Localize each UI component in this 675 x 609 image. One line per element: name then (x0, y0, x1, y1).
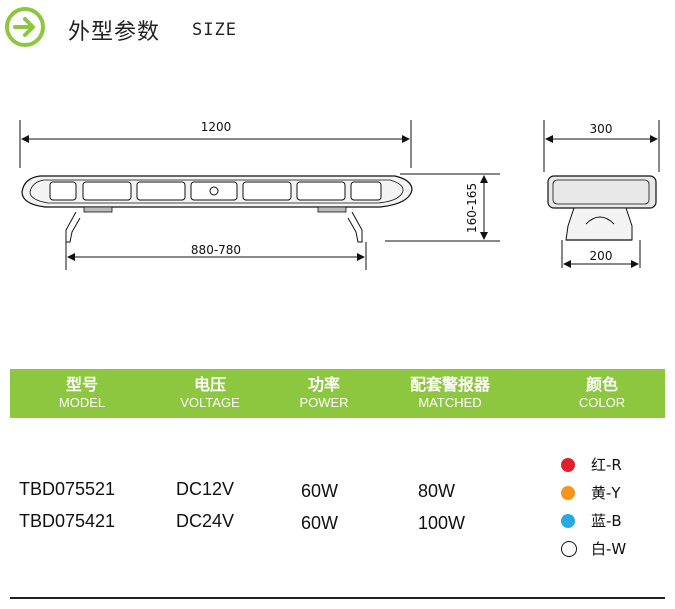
header-matched: 配套警报器 MATCHED (409, 375, 490, 410)
cell-power: 60W (301, 513, 339, 533)
section-subtitle: SIZE (192, 20, 237, 40)
section-header: 外型参数 SIZE (0, 0, 675, 60)
white-dot-icon (561, 541, 577, 557)
header-color: 颜色 COLOR (578, 375, 626, 410)
red-dot-icon (561, 458, 575, 472)
dim-base-label: 200 (590, 249, 613, 263)
header-power: 功率 POWER (299, 375, 349, 410)
yellow-dot-icon (561, 486, 575, 500)
dimension-drawing: 1200 880-780 160-165 300 (19, 120, 660, 270)
cell-voltage: DC24V (176, 511, 235, 531)
header-voltage: 电压 VOLTAGE (180, 375, 240, 410)
cell-matched: 80W (418, 481, 456, 501)
cell-model: TBD075521 (19, 479, 116, 499)
arrow-right-circle-icon (5, 7, 45, 47)
lightbar-front-view (21, 175, 413, 243)
dim-height-label: 160-165 (465, 183, 479, 233)
dim-width-label: 300 (590, 122, 613, 136)
section-title: 外型参数 (68, 20, 161, 45)
dim-length-label: 1200 (201, 120, 232, 134)
cell-matched: 100W (418, 513, 466, 533)
cell-model: TBD075421 (19, 511, 116, 531)
lightbar-side-view (547, 175, 657, 241)
cell-voltage: DC12V (176, 479, 235, 499)
spec-table-header: 型号 MODEL 电压 VOLTAGE 功率 POWER 配套警报器 MATCH… (10, 369, 665, 418)
dim-mount-label: 880-780 (191, 243, 241, 257)
header-model: 型号 MODEL (58, 375, 106, 410)
blue-dot-icon (561, 514, 575, 528)
cell-power: 60W (301, 481, 339, 501)
divider (10, 597, 665, 599)
